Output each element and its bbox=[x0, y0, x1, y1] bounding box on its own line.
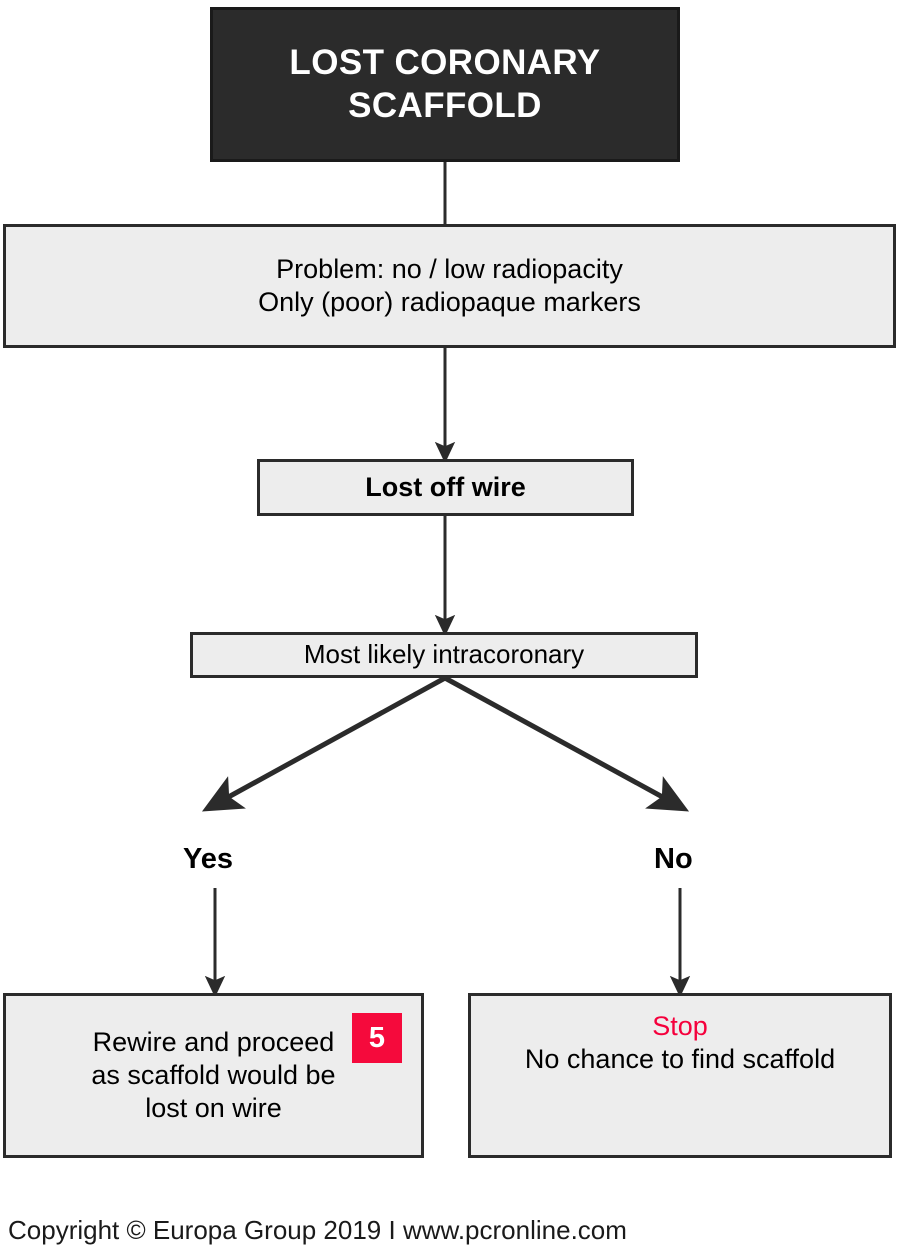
copyright-footer: Copyright © Europa Group 2019 I www.pcro… bbox=[8, 1215, 627, 1245]
problem-line-1: Problem: no / low radiopacity bbox=[276, 254, 623, 285]
connector-intracoronary-to-yes bbox=[201, 675, 447, 812]
node-stop-no-chance[interactable]: Stop No chance to find scaffold bbox=[468, 993, 892, 1158]
branch-label-no: No bbox=[654, 843, 693, 875]
connector-intracoronary-to-no bbox=[443, 675, 690, 812]
problem-line-2: Only (poor) radiopaque markers bbox=[258, 287, 641, 317]
stop-description: No chance to find scaffold bbox=[524, 1043, 836, 1074]
step-badge-5: 5 bbox=[352, 1013, 402, 1063]
node-problem-radiopacity[interactable]: Problem: no / low radiopacity Only (poor… bbox=[3, 224, 896, 348]
rewire-line-2: as scaffold would be bbox=[91, 1060, 336, 1091]
node-rewire-and-proceed[interactable]: Rewire and proceed as scaffold would be … bbox=[3, 993, 424, 1158]
node-lost-coronary-scaffold[interactable]: LOST CORONARY SCAFFOLD bbox=[210, 7, 680, 162]
lost-off-wire-label: Lost off wire bbox=[365, 472, 526, 503]
title-line-2: SCAFFOLD bbox=[348, 85, 542, 125]
node-lost-off-wire[interactable]: Lost off wire bbox=[257, 459, 634, 516]
intracoronary-label: Most likely intracoronary bbox=[303, 639, 585, 670]
node-most-likely-intracoronary[interactable]: Most likely intracoronary bbox=[190, 632, 698, 678]
title-line-1: LOST CORONARY bbox=[289, 42, 601, 82]
branch-label-yes: Yes bbox=[183, 843, 233, 875]
rewire-line-3: lost on wire bbox=[145, 1092, 282, 1123]
stop-label: Stop bbox=[652, 1011, 708, 1041]
rewire-line-1: Rewire and proceed bbox=[92, 1027, 335, 1058]
